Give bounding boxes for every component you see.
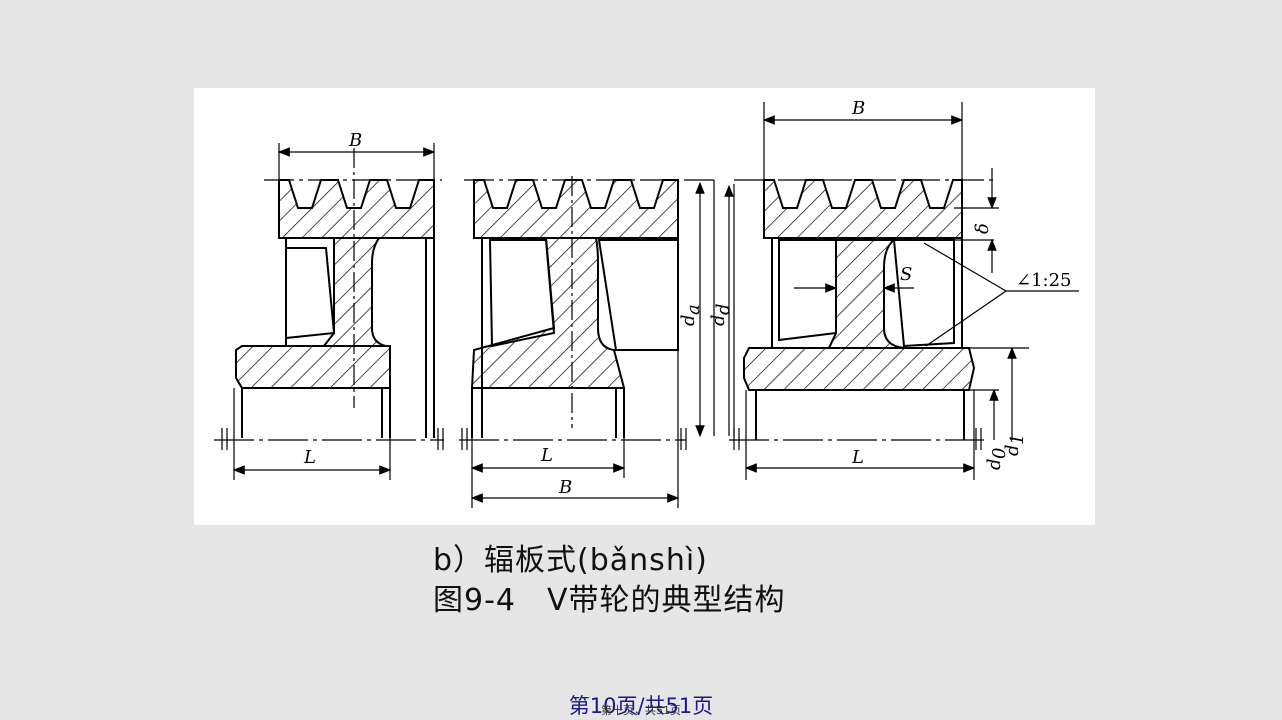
dim-label-b3: B [851, 98, 865, 119]
dim-label-l1: L [303, 447, 316, 468]
dim-label-da: d a [678, 304, 704, 326]
svg-text:d: d [678, 314, 699, 326]
break-marks [221, 428, 982, 450]
svg-text:δ: δ [972, 223, 993, 234]
page-footer: 第10页/共51页 第十页，共51页 [0, 690, 1282, 720]
svg-text:d: d [713, 303, 734, 315]
svg-text:d: d [708, 314, 729, 326]
page-number-text: 第10页/共51页 [568, 694, 714, 718]
dim-label-delta: δ [972, 223, 993, 234]
pulley-middle [470, 176, 679, 438]
caption-title: 图9-4 V带轮的典型结构 [433, 583, 786, 618]
pulley-right [743, 179, 976, 440]
axis-lines [214, 148, 1029, 441]
svg-text:0: 0 [989, 448, 1010, 459]
caption-subtitle: b）辐板式(bǎnshì) [433, 543, 708, 578]
page-number-overlay: 第十页，共51页 [601, 704, 681, 717]
svg-text:a: a [683, 304, 704, 315]
dim-label-b2: B [558, 477, 572, 498]
dim-label-d1: d 1 [1002, 434, 1028, 456]
pulley-drawing-svg: B L L B B L S d a d d δ d 0 d 1 ∠1:25 [214, 98, 1079, 508]
svg-text:d: d [984, 458, 1005, 470]
dimension-lines [232, 102, 1079, 508]
dim-label-dd: d d [708, 303, 734, 326]
dim-label-l2: L [540, 445, 553, 466]
pulley-drawing: B L L B B L S d a d d δ d 0 d 1 ∠1:25 [194, 88, 1095, 525]
dim-label-b1: B [348, 130, 362, 151]
svg-text:d: d [1002, 444, 1023, 456]
pulley-left [235, 179, 435, 438]
svg-text:1: 1 [1007, 434, 1028, 445]
page-number: 第10页/共51页 第十页，共51页 [569, 694, 714, 718]
taper-label: ∠1:25 [1016, 270, 1072, 291]
dim-label-l3: L [851, 447, 864, 468]
dim-label-d0: d 0 [984, 448, 1010, 470]
dim-label-s: S [900, 264, 912, 285]
